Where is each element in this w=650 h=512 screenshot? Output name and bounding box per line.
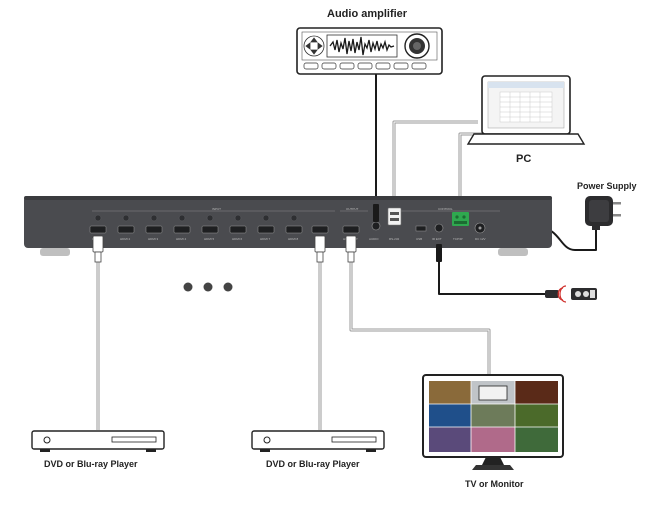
pc-laptop [466,75,586,145]
pc-cable-rs232-inner [393,121,478,206]
tcpip-terminal [452,212,469,226]
port-label-hdmi2: HDMI 2 [120,237,130,241]
ir-receiver [545,285,597,303]
dc-input-port [474,222,486,234]
tv-screen-mosaic [429,381,558,452]
port-label-hdmi6: HDMI 6 [232,237,242,241]
pc-screen-table [499,91,553,123]
dvd-player-right-label: DVD or Blu-ray Player [266,459,360,469]
port-label-hdmi7: HDMI 7 [260,237,270,241]
hdmi-cable-tv-inner [350,262,490,376]
dvd-player-left [31,430,165,452]
port-label-tcpip: TCP/IP [453,237,463,241]
power-supply-label: Power Supply [577,181,637,191]
rs232-connector [387,207,402,226]
hdmi-cable-tv [349,262,491,376]
hdmi-port [311,225,329,234]
dvd-player-left-label: DVD or Blu-ray Player [44,459,138,469]
section-input-label: INPUT [212,207,221,211]
port-label-usb: USB [416,237,422,241]
tv-monitor [422,374,564,470]
ir-cable [438,262,545,295]
hdmi-port [229,225,247,234]
hdmi-input-ports [89,225,360,234]
hdmi-port [89,225,107,234]
volume-knob-icon [404,33,430,59]
port-label-hdmi3: HDMI 3 [148,237,158,241]
port-label-dc: DC 12V [475,237,486,241]
section-output-label: OUTPUT [346,207,359,211]
port-label-audio: AUDIO [369,237,379,241]
port-label-hdmi8: HDMI 8 [288,237,298,241]
laptop-base [466,133,586,145]
hdmi-port [285,225,303,234]
audio-amplifier-label: Audio amplifier [327,8,408,20]
dvd-player-right [251,430,385,452]
port-label-ir: IR EXT [432,237,442,241]
hdmi-plugs [92,235,357,263]
port-label-rs232: RS-232 [389,237,400,241]
amplifier-buttons [303,62,427,70]
hdmi-port [117,225,135,234]
audio-jack [371,204,381,231]
hdmi-port [257,225,275,234]
hdmi-port [173,225,191,234]
pc-label: PC [516,153,532,165]
port-label-hdmi5: HDMI 5 [204,237,214,241]
dpad-icon [303,35,325,57]
audio-amplifier [296,27,443,75]
tv-monitor-label: TV or Monitor [465,479,524,489]
ir-jack [434,223,444,262]
hdmi-port [145,225,163,234]
power-supply-adapter [585,196,621,230]
hdmi-out-port [342,225,360,234]
matrix-switcher: INPUT OUTPUT CONTROL HDMI 1 HDMI 2 HDMI … [24,196,552,262]
waveform-icon [329,36,395,56]
hdmi-port [201,225,219,234]
usb-port [415,225,427,232]
port-label-hdmi4: HDMI 4 [176,237,186,241]
more-inputs-ellipsis [183,282,233,292]
tv-stand [482,457,504,465]
section-control-label: CONTROL [438,207,453,211]
